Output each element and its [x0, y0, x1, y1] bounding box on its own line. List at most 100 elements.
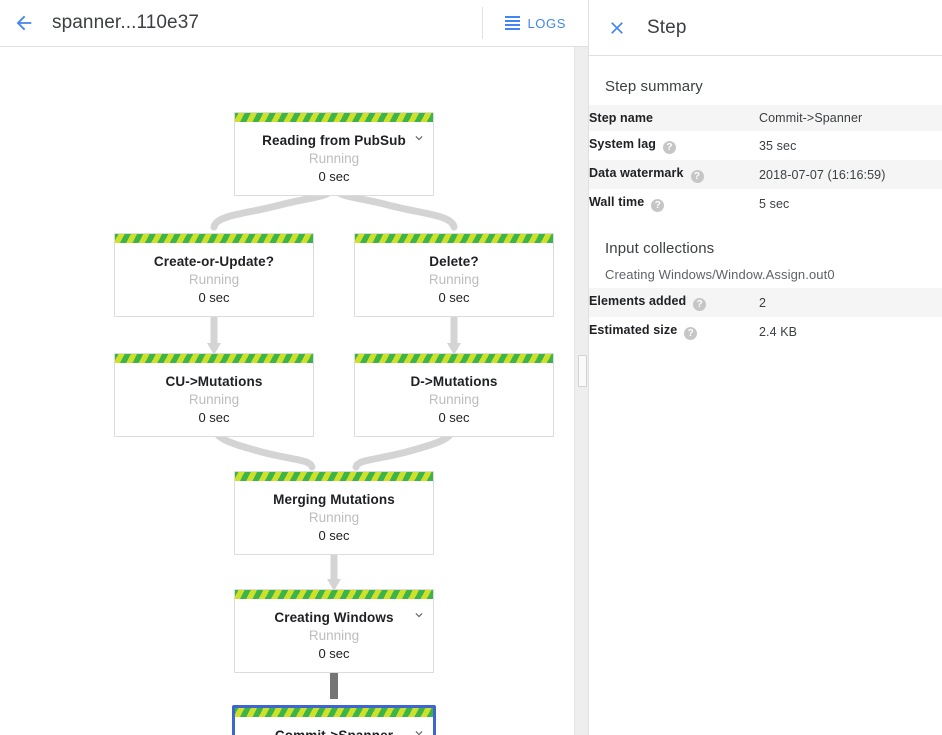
detail-row: Elements added?2: [589, 288, 942, 317]
help-icon[interactable]: ?: [663, 141, 677, 154]
chevron-down-icon[interactable]: [412, 131, 426, 145]
detail-row: Wall time?5 sec: [589, 189, 942, 218]
node-status-stripe: [235, 472, 433, 481]
input-collection-name: Creating Windows/Window.Assign.out0: [605, 267, 835, 282]
detail-key: Data watermark?: [589, 160, 759, 189]
detail-value: 2: [759, 295, 767, 310]
detail-row: System lag?35 sec: [589, 131, 942, 160]
node-elapsed-time: 0 sec: [438, 410, 470, 425]
detail-key-label: Elements added: [589, 294, 687, 308]
node-status-stripe: [355, 354, 553, 363]
graph-vertical-scrollbar[interactable]: [574, 47, 588, 735]
detail-value: 2018-07-07 (16:16:59): [759, 167, 886, 182]
node-elapsed-time: 0 sec: [198, 290, 230, 305]
detail-value: 35 sec: [759, 138, 797, 153]
close-icon[interactable]: [597, 8, 637, 48]
node-status: Running: [188, 392, 240, 407]
help-icon[interactable]: ?: [693, 298, 707, 311]
top-app-bar-actions: LOGS: [482, 0, 588, 47]
page-title: spanner...110e37: [52, 12, 200, 33]
node-body: Commit->SpannerPart running5 sec: [235, 717, 433, 735]
node-status: Running: [428, 392, 480, 407]
node-elapsed-time: 0 sec: [318, 169, 350, 184]
job-graph-pane: spanner...110e37 LOGS: [0, 0, 589, 735]
node-title: Commit->Spanner: [243, 727, 425, 735]
node-status: Running: [188, 272, 240, 287]
toolbar-divider: [482, 7, 484, 39]
help-icon[interactable]: ?: [684, 327, 698, 340]
node-status: Running: [308, 628, 360, 643]
detail-key: Estimated size?: [589, 317, 759, 346]
node-title: Reading from PubSub: [262, 133, 406, 148]
detail-key-label: Estimated size: [589, 323, 678, 337]
node-status-stripe: [235, 708, 433, 717]
node-title: CU->Mutations: [165, 374, 263, 389]
node-body: Create-or-Update? Running 0 sec: [115, 243, 313, 316]
detail-value: 2.4 KB: [759, 324, 798, 339]
node-status: Running: [308, 151, 360, 166]
arrow-back-icon[interactable]: [0, 0, 48, 47]
help-icon[interactable]: ?: [651, 199, 665, 212]
detail-key: System lag?: [589, 131, 759, 160]
graph-node-create-or-update[interactable]: Create-or-Update? Running 0 sec: [114, 233, 314, 317]
detail-row: Estimated size?2.4 KB: [589, 317, 942, 346]
help-icon[interactable]: ?: [690, 170, 704, 183]
node-title: D->Mutations: [410, 374, 498, 389]
logs-list-icon: [505, 16, 521, 30]
logs-button-label: LOGS: [527, 15, 566, 31]
node-status-stripe: [235, 590, 433, 599]
node-elapsed-time: 0 sec: [318, 528, 350, 543]
node-title: Creating Windows: [274, 610, 394, 625]
node-title: Create-or-Update?: [153, 254, 275, 269]
input-collections-heading: Input collections: [605, 240, 715, 257]
node-title: Merging Mutations: [273, 492, 395, 507]
panel-title: Step: [647, 16, 687, 38]
detail-key: Elements added?: [589, 288, 759, 317]
node-elapsed-time: 0 sec: [438, 290, 470, 305]
node-status: Running: [308, 510, 360, 525]
node-elapsed-time: 0 sec: [318, 646, 350, 661]
node-title: Delete?: [429, 254, 479, 269]
chevron-down-icon[interactable]: [412, 726, 426, 735]
detail-key-label: Data watermark: [589, 166, 684, 180]
node-status-stripe: [235, 113, 433, 122]
step-summary-heading: Step summary: [605, 78, 703, 95]
logs-button[interactable]: LOGS: [483, 0, 588, 47]
node-status-stripe: [115, 234, 313, 243]
graph-scrollbar-thumb[interactable]: [578, 355, 587, 387]
chevron-down-icon[interactable]: [412, 608, 426, 622]
node-status: Running: [428, 272, 480, 287]
step-details-header: Step: [589, 0, 942, 56]
detail-value: 5 sec: [759, 196, 790, 211]
detail-key: Wall time?: [589, 189, 759, 218]
node-body: Delete? Running 0 sec: [355, 243, 553, 316]
node-status-stripe: [115, 354, 313, 363]
graph-node-commit-spanner[interactable]: Commit->SpannerPart running5 sec: [232, 705, 436, 735]
detail-key-label: Wall time: [589, 195, 645, 209]
detail-key-label: System lag: [589, 137, 657, 151]
detail-key: Step name: [589, 105, 759, 131]
node-status-stripe: [355, 234, 553, 243]
detail-key-label: Step name: [589, 111, 654, 125]
detail-row: Data watermark?2018-07-07 (16:16:59): [589, 160, 942, 189]
top-app-bar: spanner...110e37 LOGS: [0, 0, 588, 47]
graph-node-delete[interactable]: Delete? Running 0 sec: [354, 233, 554, 317]
node-elapsed-time: 0 sec: [198, 410, 230, 425]
